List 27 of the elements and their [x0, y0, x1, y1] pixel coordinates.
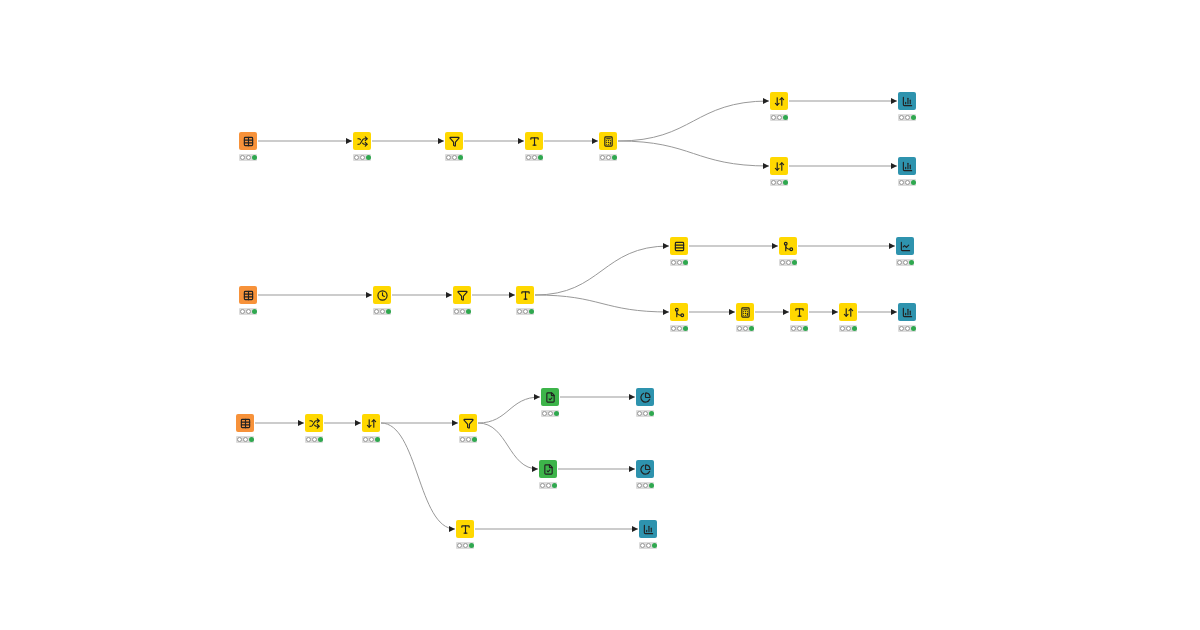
connector-arrow	[391, 292, 453, 298]
connector-arrow	[257, 292, 373, 298]
connector-arrow	[688, 309, 736, 315]
connector-arrow	[617, 98, 770, 142]
connector-arrow	[534, 243, 670, 296]
connector-arrow	[543, 138, 599, 144]
connector-arrow	[474, 526, 639, 532]
connector-arrow	[797, 243, 896, 249]
connector-arrow	[463, 138, 525, 144]
connector-arrow	[808, 309, 839, 315]
connector-arrow	[788, 163, 898, 169]
connector-arrow	[857, 309, 898, 315]
connector-arrow	[257, 138, 353, 144]
connector-arrow	[617, 140, 770, 169]
connector-arrow	[254, 420, 305, 426]
connector-arrow	[371, 138, 445, 144]
connector-arrow	[557, 466, 636, 472]
connector-arrow	[380, 422, 456, 531]
connector-arrow	[477, 422, 539, 472]
connector-arrow	[471, 292, 516, 298]
connector-arrow	[534, 294, 670, 315]
connector-arrow	[559, 394, 636, 400]
connector-arrow	[477, 394, 541, 424]
connector-arrow	[688, 243, 779, 249]
connector-arrow	[323, 420, 362, 426]
connector-arrow	[788, 98, 898, 104]
connector-arrow	[754, 309, 790, 315]
